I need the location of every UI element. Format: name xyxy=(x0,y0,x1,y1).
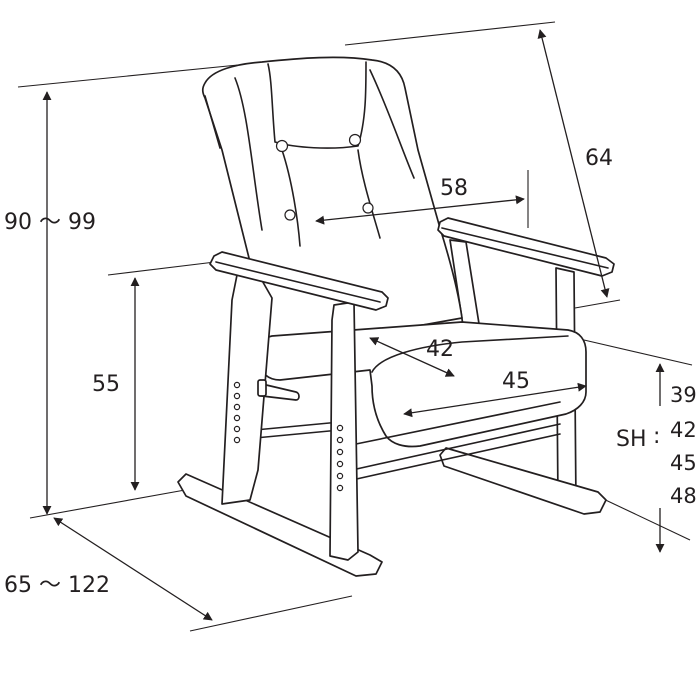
chair-left-armrest xyxy=(209,251,389,311)
inner-width-arrow xyxy=(315,195,525,225)
dimension-arrows xyxy=(42,29,665,621)
label-seat-height: SH xyxy=(616,427,647,452)
chair-details xyxy=(233,133,374,492)
chair-front-legs xyxy=(221,269,359,561)
seat-depth-inner-arrow xyxy=(369,337,455,377)
label-seat-height-separator: : xyxy=(653,424,660,449)
label-seat-width: 45 xyxy=(502,369,530,394)
label-headrest-depth: 64 xyxy=(585,146,613,171)
footprint-depth-arrow xyxy=(53,517,213,621)
label-footprint-depth: 65 〜 122 xyxy=(4,573,110,598)
label-inner-width: 58 xyxy=(440,176,468,201)
button-icon xyxy=(362,202,374,214)
button-icon xyxy=(275,139,289,153)
headrest-depth-arrow xyxy=(537,29,610,298)
label-seat-height-45: 45 xyxy=(670,451,697,475)
button-icon xyxy=(284,209,296,221)
label-seat-height-42: 42 xyxy=(670,418,697,442)
extension-lines xyxy=(17,21,693,632)
label-seat-depth-inner: 42 xyxy=(426,337,454,362)
label-seat-height-48: 48 xyxy=(670,484,697,508)
button-icon xyxy=(348,133,362,147)
dimension-labels: 90 〜 99 64 58 42 45 55 65 〜 122 SH : 39 … xyxy=(4,146,697,598)
label-seat-height-39: 39 xyxy=(670,383,697,407)
label-total-height: 90 〜 99 xyxy=(4,210,96,235)
chair-seat xyxy=(259,321,587,448)
label-armrest-height: 55 xyxy=(92,372,120,397)
seat-width-arrow xyxy=(403,382,587,418)
